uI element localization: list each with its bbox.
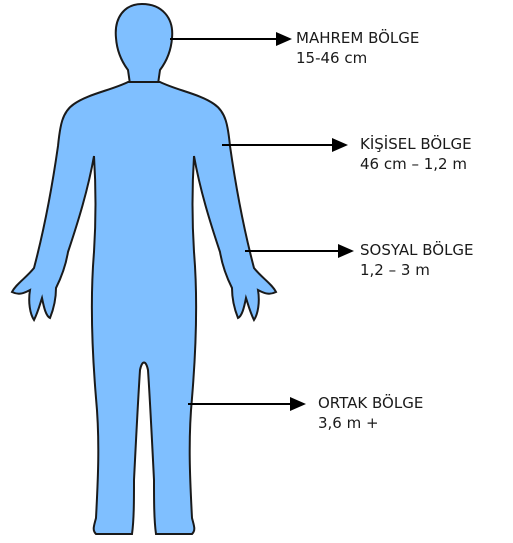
arrow-kisisel-head bbox=[332, 138, 348, 152]
human-silhouette bbox=[12, 4, 276, 534]
zone-range: 15-46 cm bbox=[296, 48, 419, 68]
arrow-sosyal-head bbox=[338, 244, 354, 258]
arrows bbox=[170, 32, 354, 411]
zone-range: 46 cm – 1,2 m bbox=[360, 154, 472, 174]
body-shape bbox=[12, 82, 276, 534]
zone-label-ortak: ORTAK BÖLGE 3,6 m + bbox=[318, 393, 423, 433]
arrow-mahrem-head bbox=[276, 32, 292, 46]
arrow-ortak-head bbox=[290, 397, 306, 411]
head-shape bbox=[116, 4, 172, 84]
zone-range: 1,2 – 3 m bbox=[360, 260, 474, 280]
zone-label-sosyal: SOSYAL BÖLGE 1,2 – 3 m bbox=[360, 240, 474, 280]
zone-name: KİŞİSEL BÖLGE bbox=[360, 134, 472, 154]
zone-label-kisisel: KİŞİSEL BÖLGE 46 cm – 1,2 m bbox=[360, 134, 472, 174]
zone-name: SOSYAL BÖLGE bbox=[360, 240, 474, 260]
zone-name: ORTAK BÖLGE bbox=[318, 393, 423, 413]
zone-label-mahrem: MAHREM BÖLGE 15-46 cm bbox=[296, 28, 419, 68]
zone-name: MAHREM BÖLGE bbox=[296, 28, 419, 48]
zone-range: 3,6 m + bbox=[318, 413, 423, 433]
